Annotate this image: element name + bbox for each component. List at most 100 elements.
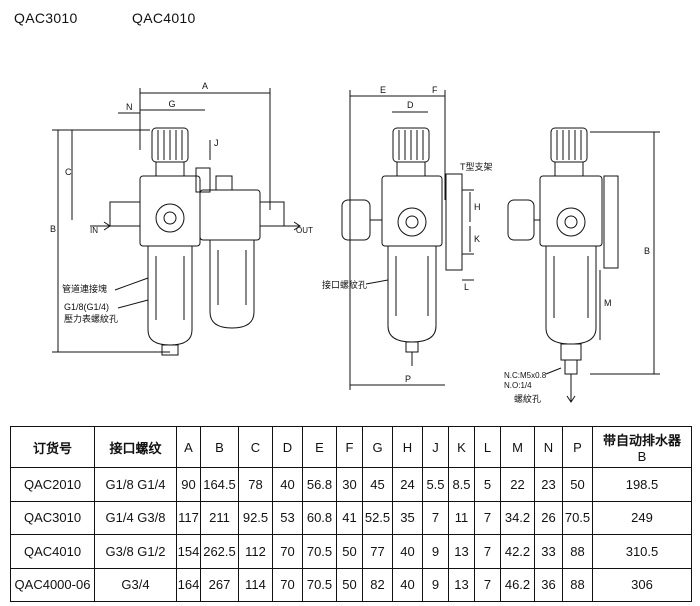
table-cell: 40 [392, 567, 423, 602]
table-header-cell: M [500, 426, 535, 468]
port-in: IN [90, 226, 98, 235]
table-cell: QAC4000-06 [10, 567, 95, 602]
table-cell: 50 [336, 534, 363, 569]
table-cell: 41 [336, 500, 363, 535]
table-cell: 7 [474, 534, 501, 569]
callout-gauge-thread: G1/8(G1/4) [64, 302, 109, 312]
table-cell: 211 [200, 500, 239, 535]
table-cell: 164.5 [200, 467, 239, 502]
table-cell: QAC4010 [10, 534, 95, 569]
table-cell: 5 [474, 467, 501, 502]
table-header-cell: D [272, 426, 303, 468]
table-header-cell: 接口螺纹 [94, 426, 177, 468]
table-cell: 30 [336, 467, 363, 502]
table-cell: 90 [176, 467, 201, 502]
dim-c: C [65, 167, 72, 177]
table-cell: 50 [336, 567, 363, 602]
table-cell: 77 [362, 534, 393, 569]
table-cell: 7 [474, 567, 501, 602]
table-cell: 70.5 [302, 534, 337, 569]
dim-f: F [432, 85, 438, 95]
table-cell: 34.2 [500, 500, 535, 535]
table-cell: 53 [272, 500, 303, 535]
table-cell: 70.5 [302, 567, 337, 602]
callout-gauge-port: 壓力表螺紋孔 [64, 313, 118, 324]
port-out: OUT [296, 226, 313, 235]
dim-m: M [604, 298, 612, 308]
table-cell: 267 [200, 567, 239, 602]
table-cell: 42.2 [500, 534, 535, 569]
table-cell: 70 [272, 534, 303, 569]
table-cell: 7 [422, 500, 449, 535]
table-cell: 52.5 [362, 500, 393, 535]
technical-drawing: A G N B C J [50, 81, 660, 404]
table-header-cell: K [448, 426, 475, 468]
table-cell: 249 [592, 500, 692, 535]
table-cell: 88 [562, 534, 593, 569]
table-header-cell: A [176, 426, 201, 468]
callout-drain-thread: 螺紋孔 [514, 393, 541, 404]
table-cell: 13 [448, 567, 475, 602]
callout-drain-nc: N.C:M5x0.8 [504, 371, 547, 380]
table-cell: 36 [534, 567, 563, 602]
table-cell: G1/8 G1/4 [94, 467, 177, 502]
front-view: A G N B C J [50, 81, 313, 356]
dim-p: P [405, 374, 411, 384]
dim-d: D [407, 100, 414, 110]
table-header-cell: C [238, 426, 273, 468]
table-cell: 117 [176, 500, 201, 535]
table-cell: 82 [362, 567, 393, 602]
table-cell: 9 [422, 534, 449, 569]
table-cell: 11 [448, 500, 475, 535]
table-header-cell: L [474, 426, 501, 468]
table-cell: 164 [176, 567, 201, 602]
table-cell: G1/4 G3/8 [94, 500, 177, 535]
table-cell: QAC2010 [10, 467, 95, 502]
table-cell: 310.5 [592, 534, 692, 569]
table-header-cell: E [302, 426, 337, 468]
dim-j: J [214, 138, 219, 148]
table-cell: 40 [392, 534, 423, 569]
table-cell: 154 [176, 534, 201, 569]
table-cell: 70.5 [562, 500, 593, 535]
table-cell: G3/8 G1/2 [94, 534, 177, 569]
table-header-cell: F [336, 426, 363, 468]
dim-a: A [202, 81, 208, 91]
auto-drain-sub: B [637, 449, 647, 464]
table-header-cell: G [362, 426, 393, 468]
table-cell: 78 [238, 467, 273, 502]
dim-b-auto: B [644, 246, 650, 256]
table-header-cell: N [534, 426, 563, 468]
table-cell: 56.8 [302, 467, 337, 502]
callout-port-thread: 接口螺紋孔 [322, 279, 367, 290]
dim-h: H [474, 202, 481, 212]
table-cell: 60.8 [302, 500, 337, 535]
table-cell: 306 [592, 567, 692, 602]
table-header-cell: H [392, 426, 423, 468]
table-cell: 35 [392, 500, 423, 535]
dim-k: K [474, 234, 480, 244]
table-cell: QAC3010 [10, 500, 95, 535]
table-cell: 112 [238, 534, 273, 569]
table-cell: 198.5 [592, 467, 692, 502]
table-cell: 50 [562, 467, 593, 502]
dim-g: G [168, 99, 175, 109]
table-header-cell: J [422, 426, 449, 468]
table-cell: 45 [362, 467, 393, 502]
table-cell: 40 [272, 467, 303, 502]
dim-l: L [464, 282, 469, 292]
table-cell: 5.5 [422, 467, 449, 502]
table-cell: 33 [534, 534, 563, 569]
table-cell: 46.2 [500, 567, 535, 602]
table-cell: 88 [562, 567, 593, 602]
table-cell: 114 [238, 567, 273, 602]
table-cell: 24 [392, 467, 423, 502]
table-cell: 22 [500, 467, 535, 502]
